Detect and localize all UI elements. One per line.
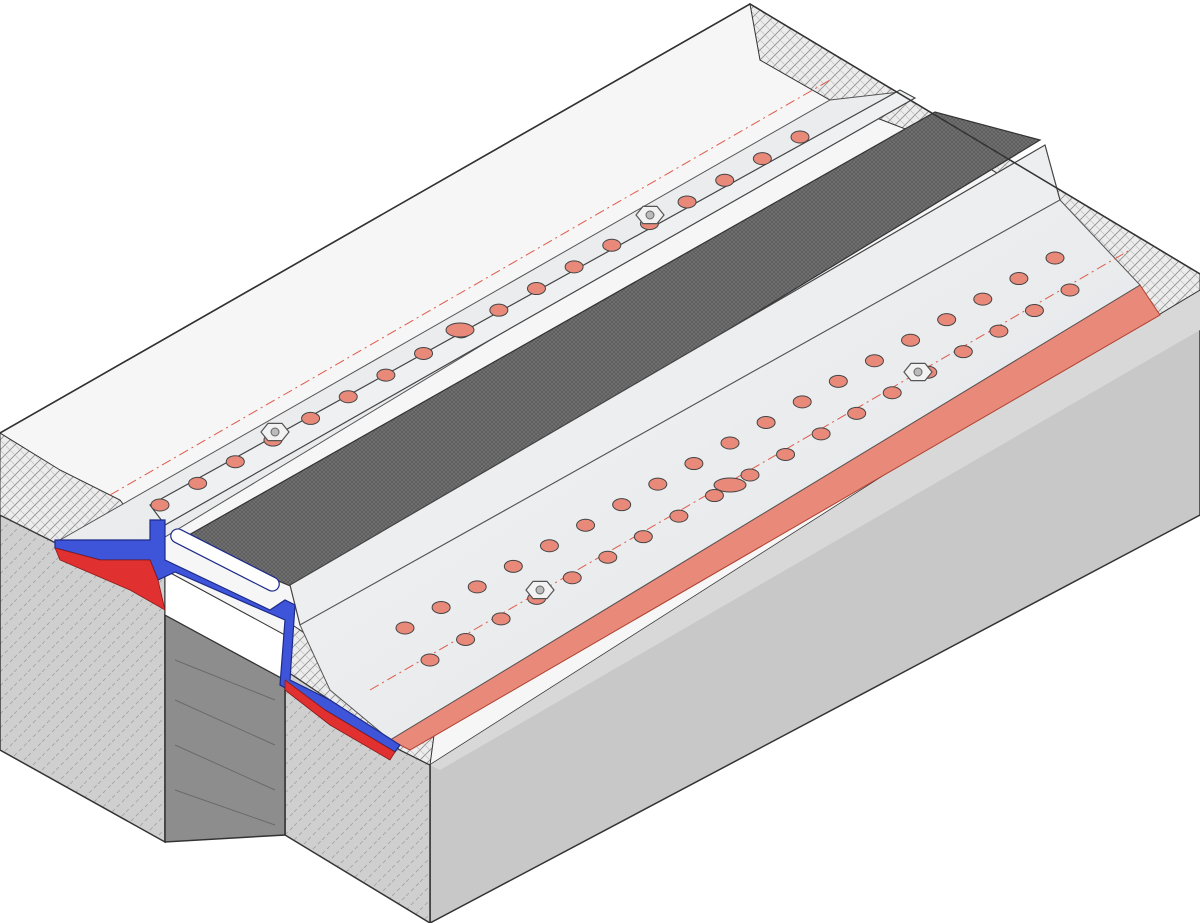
- anchor-hole: [301, 411, 321, 425]
- filler-texture-lines: [174, 659, 276, 826]
- anchor-hole: [756, 415, 776, 429]
- anchor-hole: [576, 518, 596, 532]
- anchor-hole: [633, 530, 653, 544]
- block-outline: [0, 3, 1200, 434]
- anchor-hole: [491, 612, 511, 626]
- anchor-hole: [150, 498, 170, 512]
- anchor-hole: [792, 395, 812, 409]
- anchor-hole: [562, 571, 582, 585]
- slot-hole: [445, 322, 475, 338]
- anchor-hole: [684, 457, 704, 471]
- anchor-hole: [526, 282, 546, 296]
- anchor-hole: [598, 550, 618, 564]
- anchor-hole: [1009, 272, 1029, 286]
- anchor-hole: [953, 345, 973, 359]
- anchor-hole: [828, 374, 848, 388]
- anchor-hole: [847, 406, 867, 420]
- anchor-hole: [715, 173, 735, 187]
- anchor-hole: [338, 390, 358, 404]
- anchor-hole: [669, 509, 689, 523]
- anchor-hole: [752, 152, 772, 166]
- anchor-hole: [188, 476, 208, 490]
- axis-line-left: [109, 79, 831, 496]
- anchor-hole: [564, 260, 584, 274]
- anchor-hole: [790, 130, 810, 144]
- anchor-hole: [882, 386, 902, 400]
- mortar-bed-right: [284, 679, 396, 761]
- anchor-hole: [1045, 251, 1065, 265]
- bolt-head: [903, 362, 933, 382]
- anchor-hole: [225, 455, 245, 469]
- anchor-hole: [503, 559, 523, 573]
- anchor-hole: [612, 498, 632, 512]
- anchor-hole: [414, 346, 434, 360]
- anchor-hole: [602, 238, 622, 252]
- anchor-hole: [431, 600, 451, 614]
- anchor-hole: [467, 580, 487, 594]
- anchor-hole: [376, 368, 396, 382]
- anchor-hole: [704, 489, 724, 503]
- slot-hole: [713, 477, 747, 493]
- anchor-hole: [973, 292, 993, 306]
- anchor-hole: [937, 313, 957, 327]
- anchor-hole: [1024, 304, 1044, 318]
- anchor-hole: [720, 436, 740, 450]
- anchor-hole: [740, 468, 760, 482]
- anchor-hole: [776, 447, 796, 461]
- bolt-head: [260, 422, 290, 442]
- anchor-hole: [456, 632, 476, 646]
- anchor-hole: [395, 621, 415, 635]
- anchor-hole: [420, 653, 440, 667]
- bolt-head: [635, 205, 665, 225]
- bolts: [260, 205, 933, 600]
- anchor-slot: [170, 528, 280, 592]
- bolt-head: [525, 580, 555, 600]
- anchor-hole: [648, 477, 668, 491]
- anchor-holes: [150, 130, 1080, 667]
- mortar-bed-left: [54, 547, 166, 611]
- anchor-hole: [489, 303, 509, 317]
- anchor-hole: [864, 354, 884, 368]
- anchor-hole: [1060, 283, 1080, 297]
- anchor-hole: [539, 539, 559, 553]
- anchor-hole: [811, 427, 831, 441]
- anchor-hole: [989, 324, 1009, 338]
- anchor-hole: [901, 333, 921, 347]
- anchor-wing-right: [299, 199, 1141, 741]
- anchor-hole: [677, 195, 697, 209]
